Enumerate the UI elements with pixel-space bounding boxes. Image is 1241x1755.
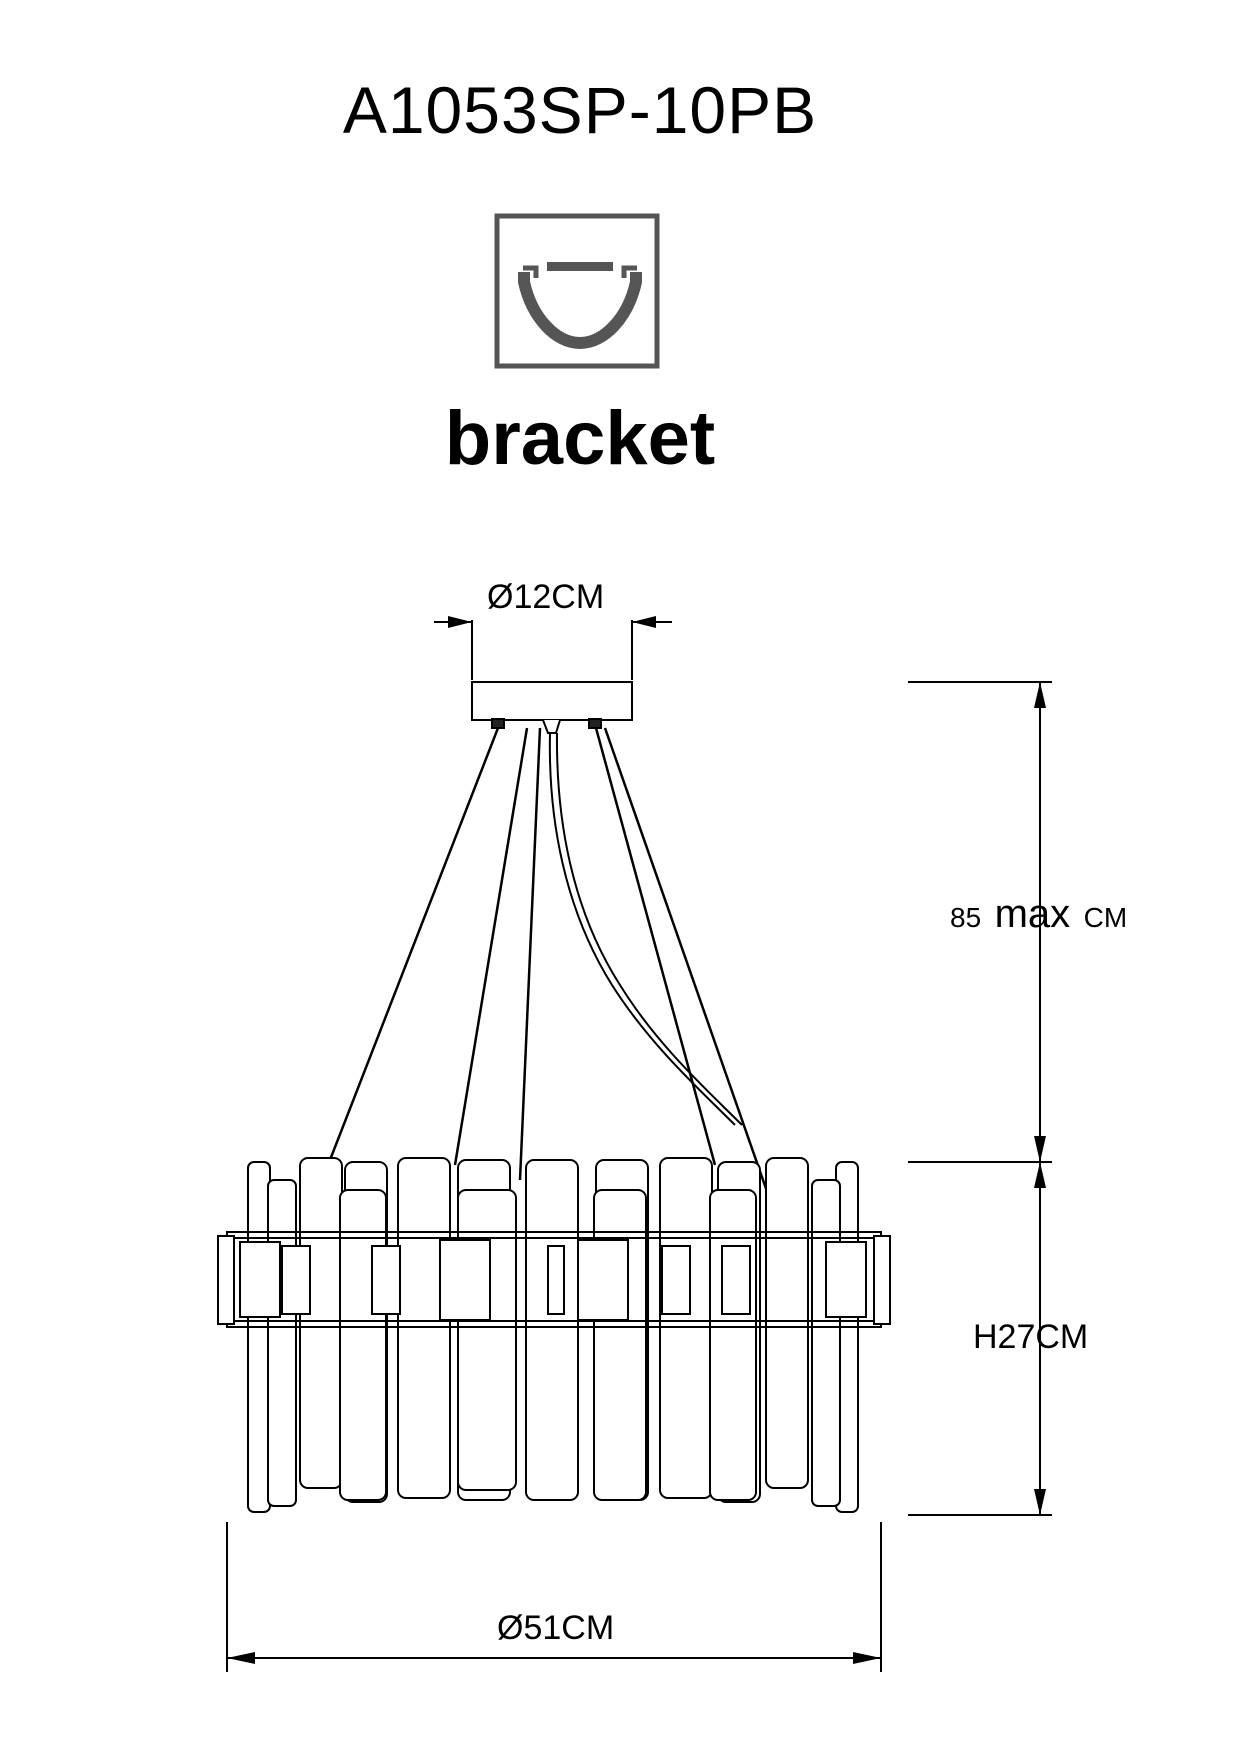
suspension-cables xyxy=(328,727,772,1201)
suspension-value: 85 xyxy=(950,902,982,933)
canopy-diameter-label: Ø12CM xyxy=(487,578,605,616)
suspension-unit: CM xyxy=(1083,902,1128,933)
suspension-qualifier: max xyxy=(994,892,1071,936)
bracket-label: bracket xyxy=(444,396,716,481)
shade-diameter-label: Ø51CM xyxy=(497,1609,615,1647)
dimension-arrowheads xyxy=(227,616,1046,1664)
bracket-icon xyxy=(494,213,660,369)
dimension-lines xyxy=(226,620,1052,1672)
shade-height-label: H27CM xyxy=(973,1318,1089,1356)
model-title: A1053SP-10PB xyxy=(342,73,818,147)
ceiling-canopy xyxy=(471,681,633,734)
glass-shade xyxy=(217,1157,891,1513)
suspension-length-label: 85 max CM xyxy=(950,892,1127,937)
